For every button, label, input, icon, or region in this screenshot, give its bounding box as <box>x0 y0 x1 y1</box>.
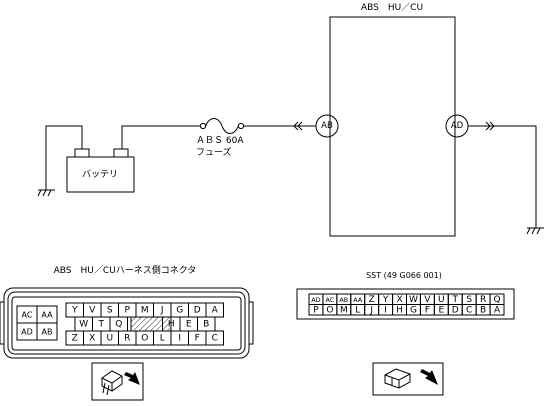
pin-label: D <box>194 306 201 316</box>
ground-symbol <box>37 189 55 197</box>
pin-label: M <box>340 305 348 315</box>
pin-label: T <box>452 295 459 305</box>
pin-label: X <box>89 334 95 344</box>
pin-label: A <box>212 306 219 316</box>
fuse-symbol <box>199 118 245 134</box>
sst-title: SST (49 G066 001) <box>366 271 442 280</box>
pin-label: AA <box>41 311 53 320</box>
pin-label: C <box>212 334 218 344</box>
pin-label: Q <box>115 320 122 330</box>
pin-label: S <box>466 295 472 305</box>
wire-battery-to-ground <box>45 125 83 190</box>
pin-label: AD <box>21 328 33 337</box>
abs-module-title: ABS HU／CU <box>361 2 423 13</box>
connector-arrow <box>293 121 303 131</box>
pin-label: AA <box>353 296 363 304</box>
pin-label: Y <box>71 306 78 316</box>
pin-label: R <box>124 334 130 344</box>
pin-label: W <box>79 320 88 330</box>
battery-terminal-neg <box>74 148 90 158</box>
pin-label: F <box>425 305 430 315</box>
harness-connector-title: ABS HU／CUハーネス側コネクタ <box>54 264 197 276</box>
blank-cavity <box>130 316 172 332</box>
plug-arrow-icon <box>91 362 144 401</box>
pin-label: T <box>98 320 105 330</box>
pin-label: J <box>160 306 164 316</box>
harness-connector <box>0 287 254 359</box>
fuse-label-2: フューズ <box>196 146 232 158</box>
abs-module-box <box>329 16 456 237</box>
plug-arrow-icon <box>372 362 444 396</box>
pin-label: V <box>89 306 96 316</box>
pin-label: L <box>160 334 165 344</box>
pin-label: AC <box>22 311 33 320</box>
battery-label: バッテリ <box>82 169 118 180</box>
pin-label: J <box>369 305 373 315</box>
pin-label: P <box>313 305 319 315</box>
pin-label: G <box>410 305 417 315</box>
pin-label: Z <box>369 295 375 305</box>
pin-label: L <box>355 305 360 315</box>
pin-label: Q <box>493 295 500 305</box>
pin-label: W <box>409 295 418 305</box>
wire-ad-to-ground <box>468 125 537 228</box>
pin-label: D <box>452 305 459 315</box>
fuse-label-1: ＡＢＳ 60A <box>196 136 244 146</box>
battery-body <box>66 156 135 193</box>
circuit: ABS HU／CU AB AD ＡＢＳ 60A フューズ バッテリ <box>37 2 544 237</box>
pin-label: F <box>195 334 200 344</box>
pin-label: H <box>396 305 403 315</box>
pin-label: M <box>141 306 149 316</box>
pin-label: AB <box>339 296 348 304</box>
pin-label: AB <box>42 328 53 337</box>
connector-ab-label: AB <box>321 121 333 131</box>
pin-label: X <box>396 295 402 305</box>
pin-label: I <box>178 334 181 344</box>
pin-label: A <box>494 305 501 315</box>
pin-label: Z <box>72 334 78 344</box>
pin-cell <box>489 304 505 316</box>
pin-label: Y <box>382 295 389 305</box>
battery-terminal-pos <box>113 148 129 158</box>
pin-label: G <box>176 306 183 316</box>
pin-label: I <box>384 305 387 315</box>
pin-label: E <box>186 320 192 330</box>
pin-cell <box>205 330 224 346</box>
pin-label: O <box>326 305 333 315</box>
pin-label: B <box>203 320 209 330</box>
pin-label: E <box>438 305 444 315</box>
pin-label: AD <box>311 296 320 304</box>
pin-label: AC <box>325 296 334 304</box>
pin-label: R <box>480 295 486 305</box>
pin-label: P <box>125 306 131 316</box>
pin-label: H <box>168 320 175 330</box>
pin-label: O <box>141 334 148 344</box>
pin-label: V <box>424 295 431 305</box>
pin-label: S <box>107 306 113 316</box>
ground-symbol <box>526 227 544 235</box>
pin-label: B <box>480 305 486 315</box>
connector-arrow <box>485 121 495 131</box>
connector-ad-label: AD <box>451 121 464 131</box>
pin-label: U <box>106 334 113 344</box>
pin-label: C <box>466 305 472 315</box>
pin-label: U <box>438 295 445 305</box>
wire-fuse-to-battery <box>121 125 200 149</box>
